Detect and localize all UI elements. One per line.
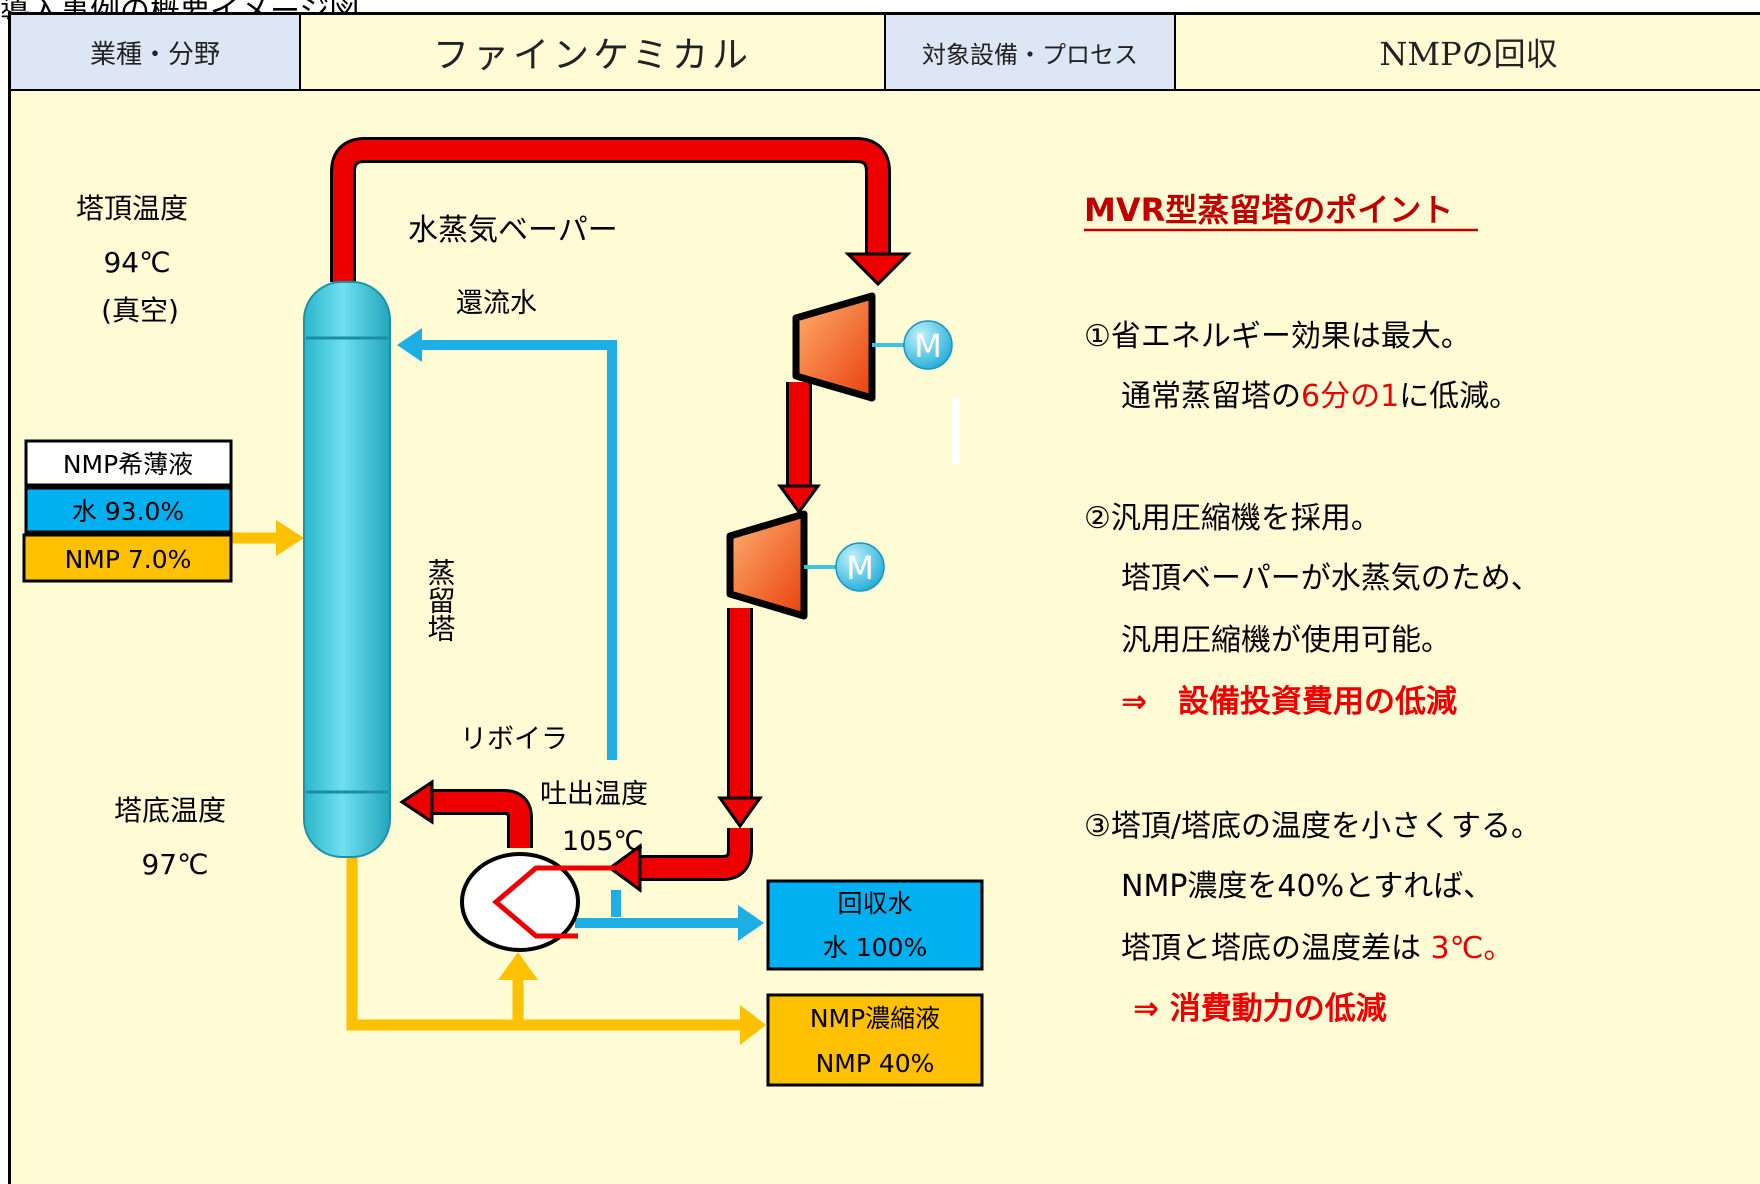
recovered-water-box: 回収水 水 100% [766, 879, 984, 971]
reflux-label: 還流水 [456, 288, 537, 319]
bottom-temp-label: 塔底温度 [114, 794, 226, 827]
concentrate-title: NMP濃縮液 [810, 1004, 940, 1033]
header-table: 業種・分野 ファインケミカル 対象設備・プロセス NMPの回収 [8, 12, 1760, 91]
point2-result: ⇒ 設備投資費用の低減 [1121, 684, 1457, 720]
compressor-lower [726, 510, 808, 620]
feed-water: 水 93.0% [72, 497, 184, 526]
recovered-arrow-head [738, 905, 764, 941]
motor-icon-upper [903, 320, 953, 370]
motor-icon-lower [835, 542, 885, 592]
industry-value: ファインケミカル [301, 15, 886, 91]
target-label: 対象設備・プロセス [886, 15, 1176, 91]
vapor-arrow-head-3 [717, 796, 763, 829]
point3-line3: 塔頂と塔底の温度差は 3℃。 [1121, 931, 1513, 966]
recovered-water: 水 100% [823, 933, 927, 962]
vapor-pipes [330, 137, 891, 881]
compressor-upper [792, 292, 876, 402]
motor-label-lower: M [846, 549, 874, 587]
point2-line2: 塔頂ベーパーが水蒸気のため、 [1121, 561, 1541, 596]
nmp-pipes [232, 532, 742, 1031]
discharge-temp-label: 吐出温度 [540, 779, 648, 810]
point1-line2: 通常蒸留塔の6分の1に低減。 [1121, 379, 1519, 414]
point3-line1: ③塔頂/塔底の温度を小さくする。 [1084, 809, 1541, 844]
reflux-pipe [420, 340, 617, 760]
points-heading: MVR型蒸留塔のポイント [1084, 191, 1453, 229]
motor-label-upper: M [914, 327, 942, 365]
bottoms-pipe [346, 855, 742, 1031]
water-pipes [420, 340, 740, 928]
reboiler-feed-arrow-head [498, 952, 538, 980]
reboiler [460, 852, 616, 952]
top-temp-label: 塔頂温度 [76, 192, 188, 225]
discharge-temp-value: 105℃ [562, 826, 644, 857]
column-label: 蒸留塔 [424, 558, 457, 642]
vapor-label: 水蒸気ベーパー [408, 213, 618, 248]
vapor-arrow-head-2 [777, 484, 821, 515]
top-temp-note: (真空) [101, 294, 179, 327]
concentrate-arrow-head [740, 1005, 766, 1045]
concentrate-box: NMP濃縮液 NMP 40% [766, 993, 984, 1087]
reflux-arrow-head [397, 328, 422, 362]
vapor-arrow-head-4 [607, 843, 642, 893]
feed-arrow-head [276, 520, 304, 556]
vapor-arrow-head-1 [844, 252, 912, 287]
feed-title: NMP希薄液 [63, 450, 193, 479]
concentrate-nmp: NMP 40% [816, 1049, 935, 1078]
point3-result: ⇒ 消費動力の低減 [1133, 991, 1387, 1027]
feed-nmp: NMP 7.0% [65, 545, 192, 574]
point2-line3: 汎用圧縮機が使用可能。 [1121, 623, 1451, 658]
bottom-temp-value: 97℃ [141, 848, 208, 881]
industry-label: 業種・分野 [11, 15, 301, 91]
point2-line1: ②汎用圧縮機を採用。 [1084, 501, 1381, 536]
vapor-arrow-head-5 [399, 779, 434, 825]
feed-box: NMP希薄液 水 93.0% NMP 7.0% [22, 439, 233, 583]
point3-line2: NMP濃度を40%とすれば、 [1121, 869, 1493, 904]
top-temp-value: 94℃ [103, 246, 170, 279]
distillation-column [303, 281, 391, 858]
white-marker [952, 398, 960, 464]
point1-line1: ①省エネルギー効果は最大。 [1084, 319, 1471, 354]
reboiler-label: リボイラ [460, 724, 568, 755]
recovered-title: 回収水 [837, 889, 912, 918]
target-value: NMPの回収 [1176, 15, 1760, 91]
